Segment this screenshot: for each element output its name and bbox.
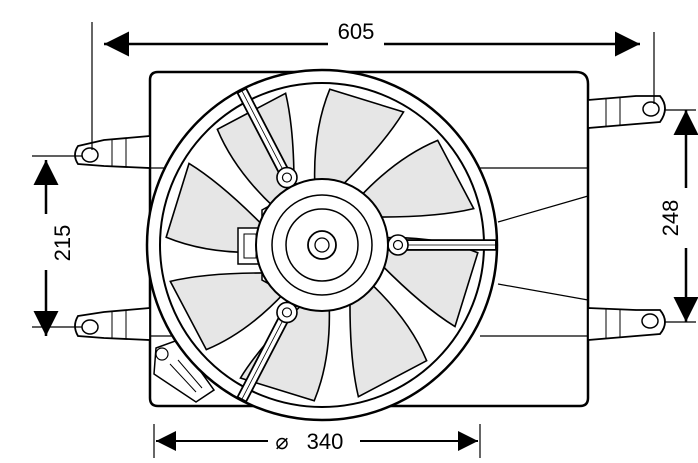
fan-blade xyxy=(357,139,475,218)
fan-motor xyxy=(237,178,389,312)
mount-lug-bottom-right xyxy=(587,307,666,341)
electrical-connector xyxy=(153,339,216,403)
dimension-height-left: 215 xyxy=(32,155,82,336)
left-height-dimension-label: 215 xyxy=(50,225,75,262)
dimension-width: 605 xyxy=(91,16,655,150)
fan-blade xyxy=(169,272,287,351)
fan-blade xyxy=(378,236,479,328)
mount-lug-top-left xyxy=(74,135,151,169)
fan-blade xyxy=(313,88,405,189)
width-dimension-label: 605 xyxy=(338,19,375,44)
dimension-fan-diameter: ⌀ 340 xyxy=(153,424,481,458)
mount-lug-bottom-left xyxy=(74,307,151,341)
fan-diameter-dimension-label: 340 xyxy=(307,429,344,454)
right-height-dimension-label: 248 xyxy=(658,200,683,237)
support-arm xyxy=(236,87,300,194)
fan-blade xyxy=(216,92,295,210)
fan-blade xyxy=(349,280,428,398)
diameter-symbol: ⌀ xyxy=(275,429,288,454)
dimension-height-right: 248 xyxy=(656,109,698,323)
